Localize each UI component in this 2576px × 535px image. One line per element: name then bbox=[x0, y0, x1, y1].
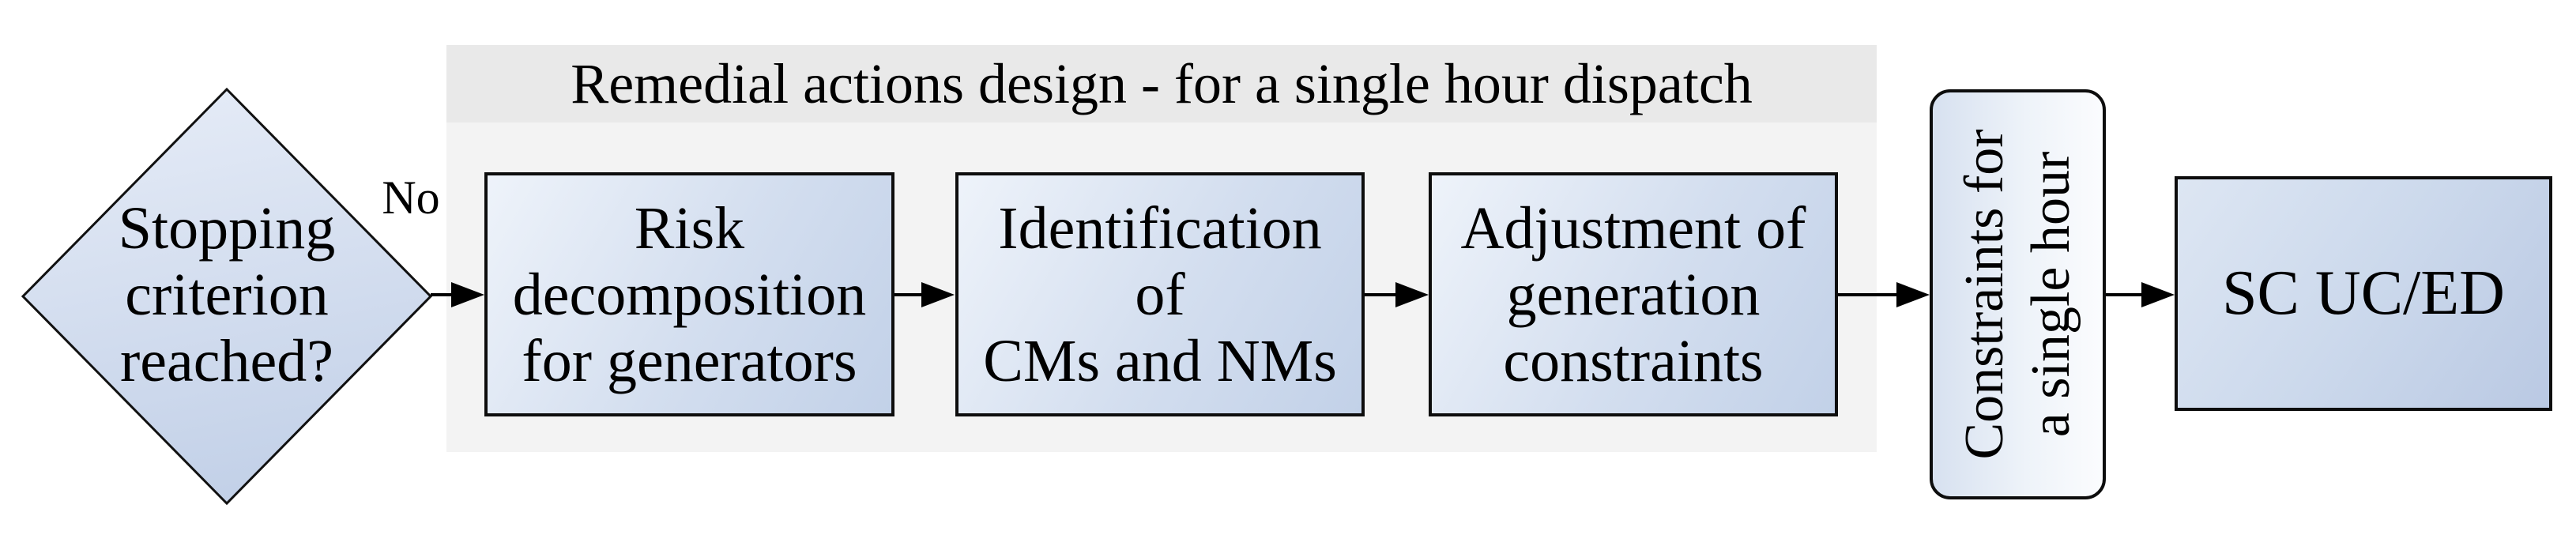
arrowhead-diamond-to-risk bbox=[451, 282, 484, 307]
no-edge-label: No bbox=[382, 171, 440, 224]
process-box-risk-decomposition: Risk decomposition for generators bbox=[484, 172, 894, 416]
arrowhead-constraints-to-scuced bbox=[2141, 282, 2175, 307]
arrow-line-risk-to-identification bbox=[894, 293, 926, 296]
sc-uced-box: SC UC/ED bbox=[2175, 176, 2552, 411]
arrow-line-adjustment-to-constraints bbox=[1838, 293, 1900, 296]
process-box-adjustment-constraints: Adjustment of generation constraints bbox=[1429, 172, 1838, 416]
constraints-single-hour-label: Constraints for a single hour bbox=[1953, 129, 2081, 460]
process-box-identification-cms-nms: Identification of CMs and NMs bbox=[955, 172, 1365, 416]
remedial-container-title: Remedial actions design - for a single h… bbox=[446, 45, 1877, 122]
arrowhead-risk-to-identification bbox=[921, 282, 955, 307]
decision-diamond-label: Stopping criterion reached? bbox=[118, 195, 336, 394]
arrow-line-constraints-to-scuced bbox=[2106, 293, 2145, 296]
arrow-line-diamond-to-risk bbox=[431, 293, 456, 296]
arrowhead-adjustment-to-constraints bbox=[1896, 282, 1930, 307]
constraints-single-hour-pill bbox=[1930, 89, 2106, 499]
arrow-line-identification-to-adjustment bbox=[1365, 293, 1400, 296]
arrowhead-identification-to-adjustment bbox=[1395, 282, 1429, 307]
decision-diamond-shape bbox=[21, 88, 432, 505]
